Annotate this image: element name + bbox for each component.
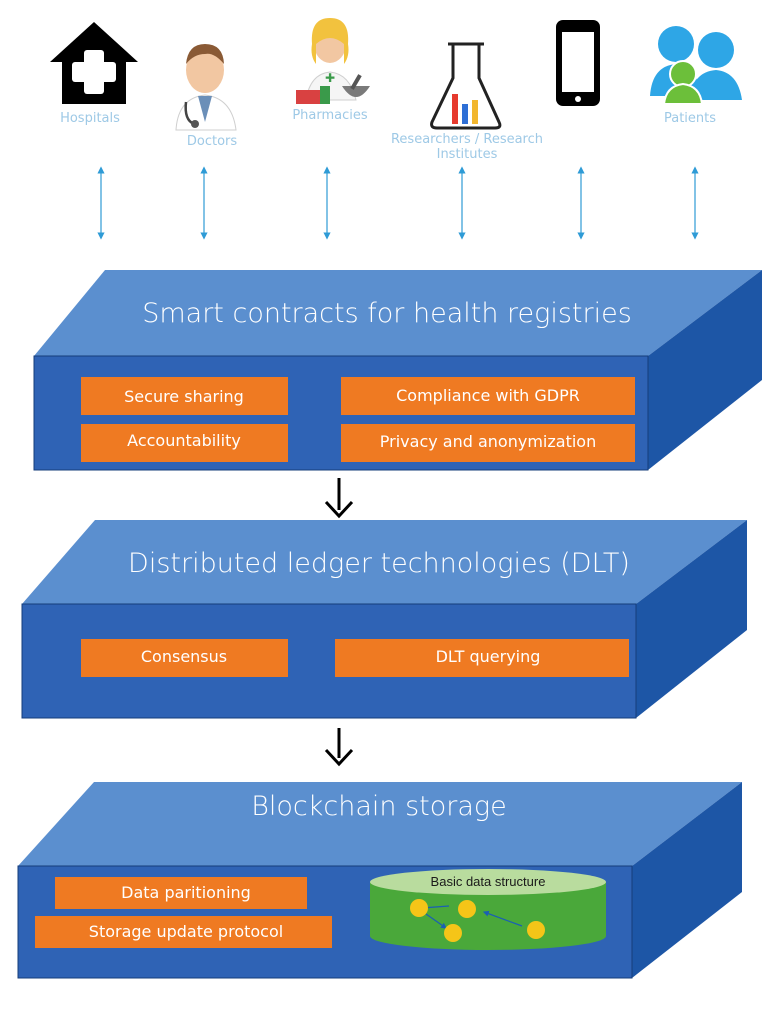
slab-top bbox=[34, 270, 762, 356]
layer-storage: Blockchain storage Data paritioning Stor… bbox=[17, 782, 742, 979]
chip-label: Secure sharing bbox=[124, 387, 244, 406]
chip-storage-update-protocol bbox=[35, 916, 332, 948]
chip-label: Privacy and anonymization bbox=[380, 432, 596, 451]
chip-label: DLT querying bbox=[436, 647, 541, 666]
chip-gdpr-compliance bbox=[341, 377, 635, 415]
chip-dlt-querying bbox=[335, 639, 629, 677]
flow-arrow-down bbox=[324, 728, 354, 767]
data-node bbox=[410, 899, 428, 917]
actor-connectors bbox=[97, 166, 699, 240]
smartphone-icon bbox=[556, 20, 600, 106]
actor-label-doctors: Doctors bbox=[187, 134, 238, 149]
chip-label: Data paritioning bbox=[121, 883, 251, 902]
chip-label: Consensus bbox=[141, 647, 227, 666]
chip-privacy-anonymization bbox=[341, 424, 635, 462]
chip-consensus bbox=[81, 639, 288, 677]
svg-text:✚: ✚ bbox=[325, 71, 335, 85]
layer-title: Smart contracts for health registries bbox=[142, 298, 632, 329]
lab-flask-icon bbox=[430, 42, 502, 130]
data-node bbox=[527, 921, 545, 939]
layer-title: Distributed ledger technologies (DLT) bbox=[128, 548, 630, 579]
chip-label: Compliance with GDPR bbox=[396, 386, 580, 405]
flow-arrow-down bbox=[324, 478, 354, 519]
patients-group-icon bbox=[650, 26, 742, 105]
chip-label: Storage update protocol bbox=[89, 922, 283, 941]
data-node bbox=[458, 900, 476, 918]
actor-label-pharmacies: Pharmacies bbox=[292, 108, 368, 123]
slab-side bbox=[648, 270, 762, 470]
slab-side bbox=[632, 782, 742, 978]
data-structure-label: Basic data structure bbox=[431, 874, 546, 889]
slab-top bbox=[22, 520, 747, 604]
chip-data-partitioning bbox=[55, 877, 307, 909]
chip-secure-sharing bbox=[81, 377, 288, 415]
hospital-icon bbox=[50, 22, 138, 104]
layer-dlt: Distributed ledger technologies (DLT) Co… bbox=[21, 520, 747, 719]
actor-label-researchers: Researchers / Research bbox=[391, 132, 543, 147]
slab-side bbox=[636, 520, 747, 718]
chip-label: Accountability bbox=[127, 431, 241, 450]
layer-title: Blockchain storage bbox=[251, 791, 507, 822]
actor-label-hospitals: Hospitals bbox=[60, 111, 120, 126]
data-node bbox=[444, 924, 462, 942]
slab-top bbox=[18, 782, 742, 866]
pharmacist-icon: ✚ bbox=[296, 18, 370, 104]
doctor-icon bbox=[175, 44, 237, 131]
actor-label-patients: Patients bbox=[664, 111, 716, 126]
chip-accountability bbox=[81, 424, 288, 462]
data-structure-cylinder: Basic data structure bbox=[370, 869, 606, 950]
actor-label-researchers-line2: Institutes bbox=[437, 147, 498, 162]
layer-smart-contracts: Smart contracts for health registries Se… bbox=[33, 270, 762, 471]
